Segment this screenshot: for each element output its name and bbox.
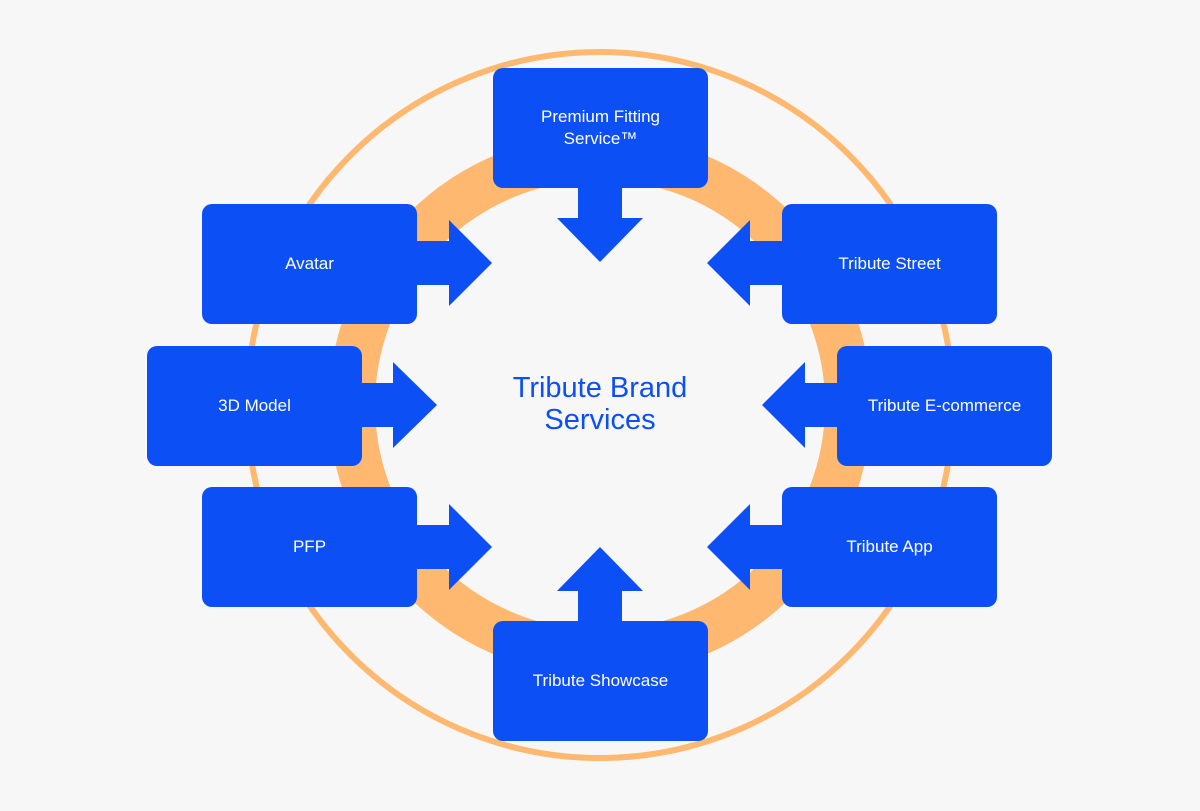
arrow-layer: [345, 187, 856, 622]
service-node-tribute-showcase[interactable]: Tribute Showcase: [493, 621, 708, 741]
arrow-left-tribute-e-commerce: [762, 362, 856, 448]
service-node-avatar[interactable]: Avatar: [202, 204, 417, 324]
service-node-pfp[interactable]: PFP: [202, 487, 417, 607]
arrow-left-tribute-street: [707, 220, 800, 306]
arrow-down-premium-fitting-service: [557, 187, 643, 262]
service-node-tribute-app[interactable]: Tribute App: [782, 487, 997, 607]
service-node-tribute-street[interactable]: Tribute Street: [782, 204, 997, 324]
arrow-up-tribute-showcase: [557, 547, 643, 622]
center-title: Tribute Brand Services: [512, 372, 688, 436]
service-node-tribute-e-commerce[interactable]: Tribute E-commerce: [837, 346, 1052, 466]
service-node-premium-fitting-service[interactable]: Premium Fitting Service™: [493, 68, 708, 188]
arrow-right-3d-model: [345, 362, 437, 448]
arrow-right-avatar: [400, 220, 492, 306]
arrow-left-tribute-app: [707, 504, 800, 590]
arrow-right-pfp: [400, 504, 492, 590]
service-node-3d-model[interactable]: 3D Model: [147, 346, 362, 466]
